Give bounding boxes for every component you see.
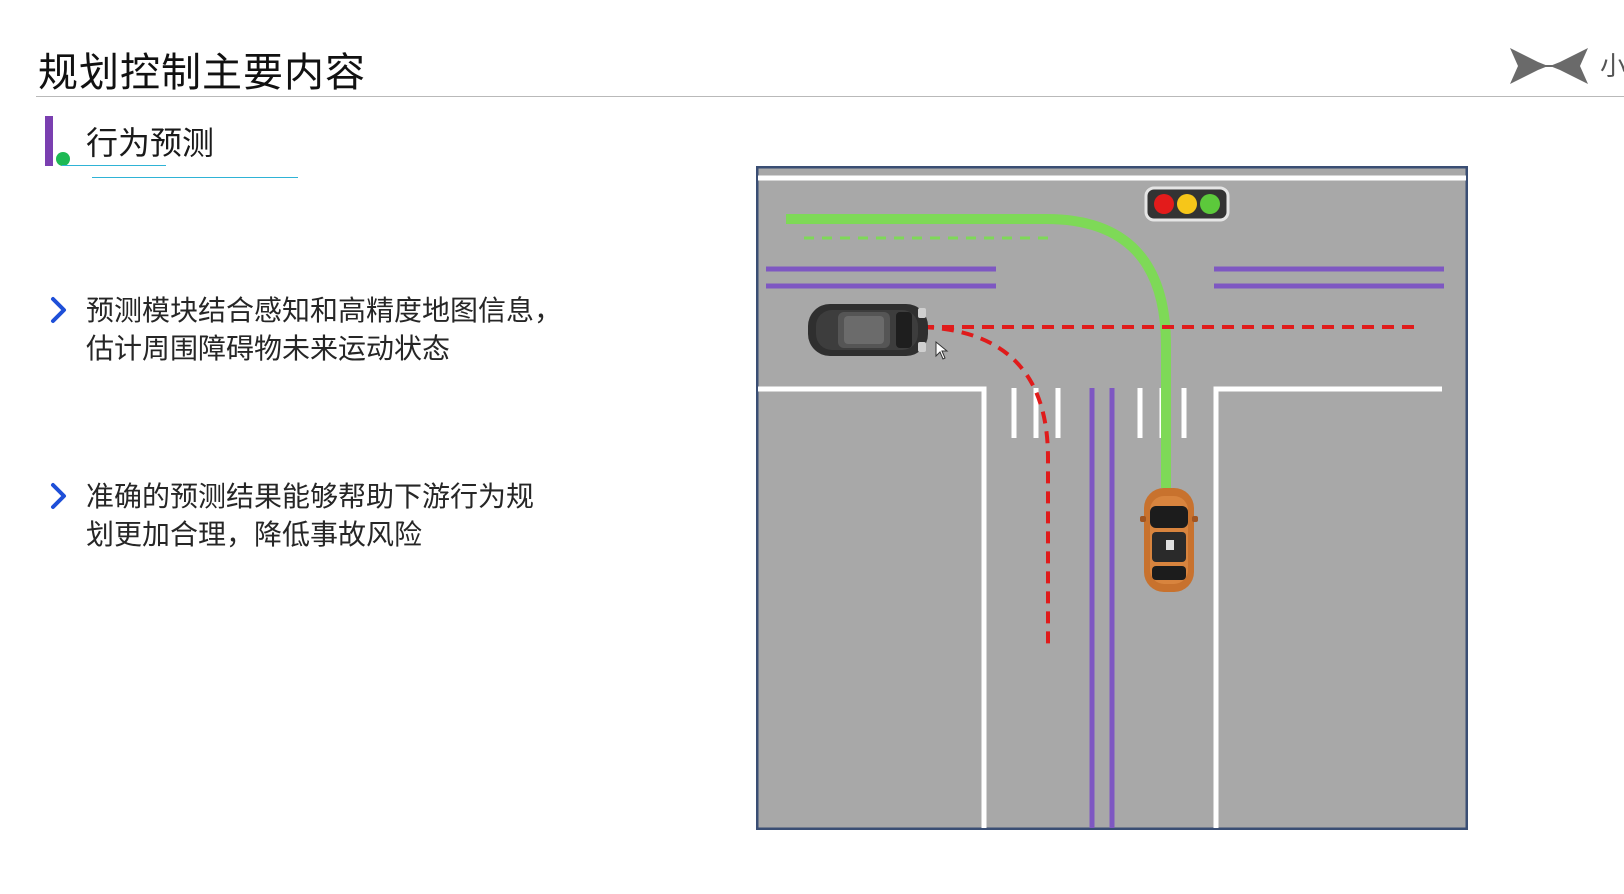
brand-tail-text: 小 bbox=[1600, 52, 1624, 82]
road-edge-right bbox=[1213, 386, 1442, 828]
chevron-right-icon bbox=[51, 483, 66, 509]
mouse-cursor-icon bbox=[935, 340, 949, 360]
bullet-line: 划更加合理，降低事故风险 bbox=[86, 518, 423, 551]
section-marker-dot bbox=[56, 152, 70, 166]
predicted-path-turn bbox=[921, 325, 1050, 646]
section-title: 行为预测 bbox=[86, 124, 215, 162]
title-divider bbox=[36, 96, 1624, 97]
bullet-line: 准确的预测结果能够帮助下游行为规 bbox=[86, 480, 535, 513]
brand-x-logo-icon bbox=[1510, 48, 1588, 84]
traffic-light bbox=[1144, 186, 1230, 222]
section-underline bbox=[92, 177, 298, 178]
bullet-text: 准确的预测结果能够帮助下游行为规 划更加合理，降低事故风险 bbox=[86, 478, 646, 554]
road-edge-left bbox=[758, 386, 987, 828]
obstacle-vehicle bbox=[808, 304, 928, 356]
intersection-diagram bbox=[756, 166, 1468, 830]
bullet-line: 估计周围障碍物未来运动状态 bbox=[86, 332, 451, 365]
section-marker-bar bbox=[45, 116, 53, 166]
chevron-right-icon bbox=[51, 297, 66, 323]
bullet-text: 预测模块结合感知和高精度地图信息， 估计周围障碍物未来运动状态 bbox=[86, 292, 646, 368]
page-title: 规划控制主要内容 bbox=[38, 50, 366, 96]
bullet-line: 预测模块结合感知和高精度地图信息， bbox=[86, 294, 563, 327]
lane-dividers bbox=[766, 266, 1444, 828]
section-underline bbox=[62, 165, 166, 166]
ego-vehicle bbox=[1140, 488, 1198, 592]
